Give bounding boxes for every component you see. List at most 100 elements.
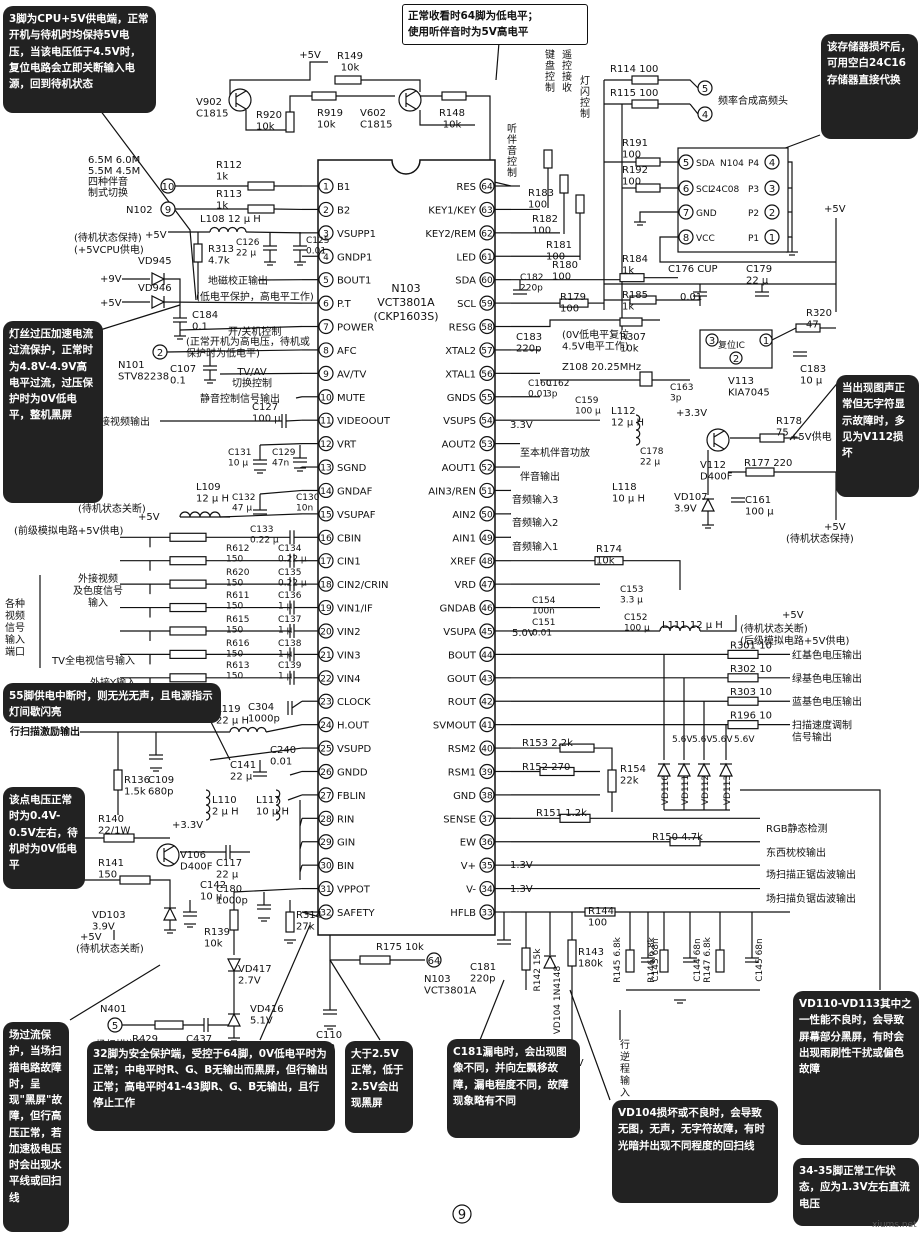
- pin-number: 49: [481, 534, 493, 544]
- pin-name: GND: [453, 791, 476, 802]
- schematic-label: 灯闪控制: [580, 75, 590, 120]
- pin-number: 45: [481, 627, 492, 637]
- schematic-label: R301 10: [730, 640, 772, 651]
- ic-pin-right-34: 34V-: [466, 880, 511, 897]
- schematic-label: 至本机伴音功放: [520, 446, 590, 459]
- pin-number: 30: [320, 862, 332, 872]
- schematic-label: VD113: [723, 775, 733, 805]
- pin-name: AIN2: [452, 510, 476, 521]
- schematic-label: 24C08: [710, 185, 739, 195]
- schematic-label: 地磁校正输出: [208, 274, 268, 287]
- pin-name: VRT: [337, 440, 357, 451]
- pin-name: AFC: [337, 346, 357, 357]
- pin-number: 20: [320, 627, 332, 637]
- schematic-label: R153 2.2k: [522, 738, 573, 749]
- schematic-label: VCC: [696, 234, 715, 244]
- pin-number: 63: [481, 206, 492, 216]
- schematic-label: VD945: [138, 256, 172, 267]
- ic-n103-body: [317, 159, 496, 936]
- schematic-label: R177 220: [744, 458, 792, 469]
- pin-number: 46: [481, 604, 493, 614]
- schematic-label: R142 15k: [533, 948, 543, 992]
- schematic-label: +5V: [299, 50, 321, 61]
- pin-name: FBLIN: [337, 791, 366, 802]
- schematic-label: 0.01: [680, 292, 702, 303]
- pin-number: 25: [320, 745, 331, 755]
- node-label: 1: [763, 336, 769, 347]
- pin-number: 58: [481, 323, 493, 333]
- schematic-label: 5.6V: [712, 735, 733, 745]
- connector-9: 9: [165, 205, 171, 216]
- pin-name: XTAL2: [445, 346, 476, 357]
- schematic-label: 1.3V: [510, 884, 533, 895]
- pin-number: 9: [323, 370, 329, 380]
- note-vd110-113: VD110-VD113其中之一性能不良时，会导致屏幕部分黑屏，有时会出现雨刷性干…: [793, 991, 919, 1145]
- pin-number: 44: [481, 651, 493, 661]
- schematic-label: 红基色电压输出: [792, 648, 862, 661]
- pin-name: KEY2/REM: [425, 229, 476, 240]
- pin-name: SGND: [337, 463, 367, 474]
- pin-number: 57: [481, 346, 492, 356]
- pin-name: HFLB: [450, 908, 476, 919]
- pin-number: 7: [323, 323, 329, 333]
- pin-number: 64: [481, 183, 493, 193]
- schematic-label: 开/关机控制: [228, 325, 281, 338]
- schematic-label: 3.3V: [510, 420, 533, 431]
- pin-number: 1: [323, 183, 329, 193]
- note-test-point: 该点电压正常时为0.4V-0.5V左右，待机时为0V低电平: [3, 787, 85, 889]
- schematic-label: VD111: [681, 775, 691, 805]
- pin-name: CIN2/CRIN: [337, 580, 389, 591]
- pin-name: VIN2: [337, 627, 361, 638]
- pin-name: VSUPP1: [337, 229, 376, 240]
- pin-name: POWER: [337, 323, 374, 334]
- schematic-label: +5V: [782, 610, 804, 621]
- pin-name: VSUPAF: [337, 510, 376, 521]
- schematic-label: 外接视频输出: [90, 415, 150, 428]
- pin-name: SDA: [455, 276, 476, 287]
- pin-number: 35: [481, 862, 492, 872]
- schematic-label: R145 6.8k: [613, 936, 623, 983]
- pin-name: VIN1/IF: [337, 604, 373, 615]
- schematic-label: R302 10: [730, 664, 772, 675]
- schematic-label: C144 68n: [693, 938, 703, 981]
- schematic-label: 听伴音控制: [507, 123, 517, 179]
- pin-name: VIDEOOUT: [337, 416, 391, 427]
- pin-name: SENSE: [443, 814, 476, 825]
- pin-number: 55: [481, 393, 492, 403]
- schematic-label: TV全电视信号输入: [51, 654, 135, 667]
